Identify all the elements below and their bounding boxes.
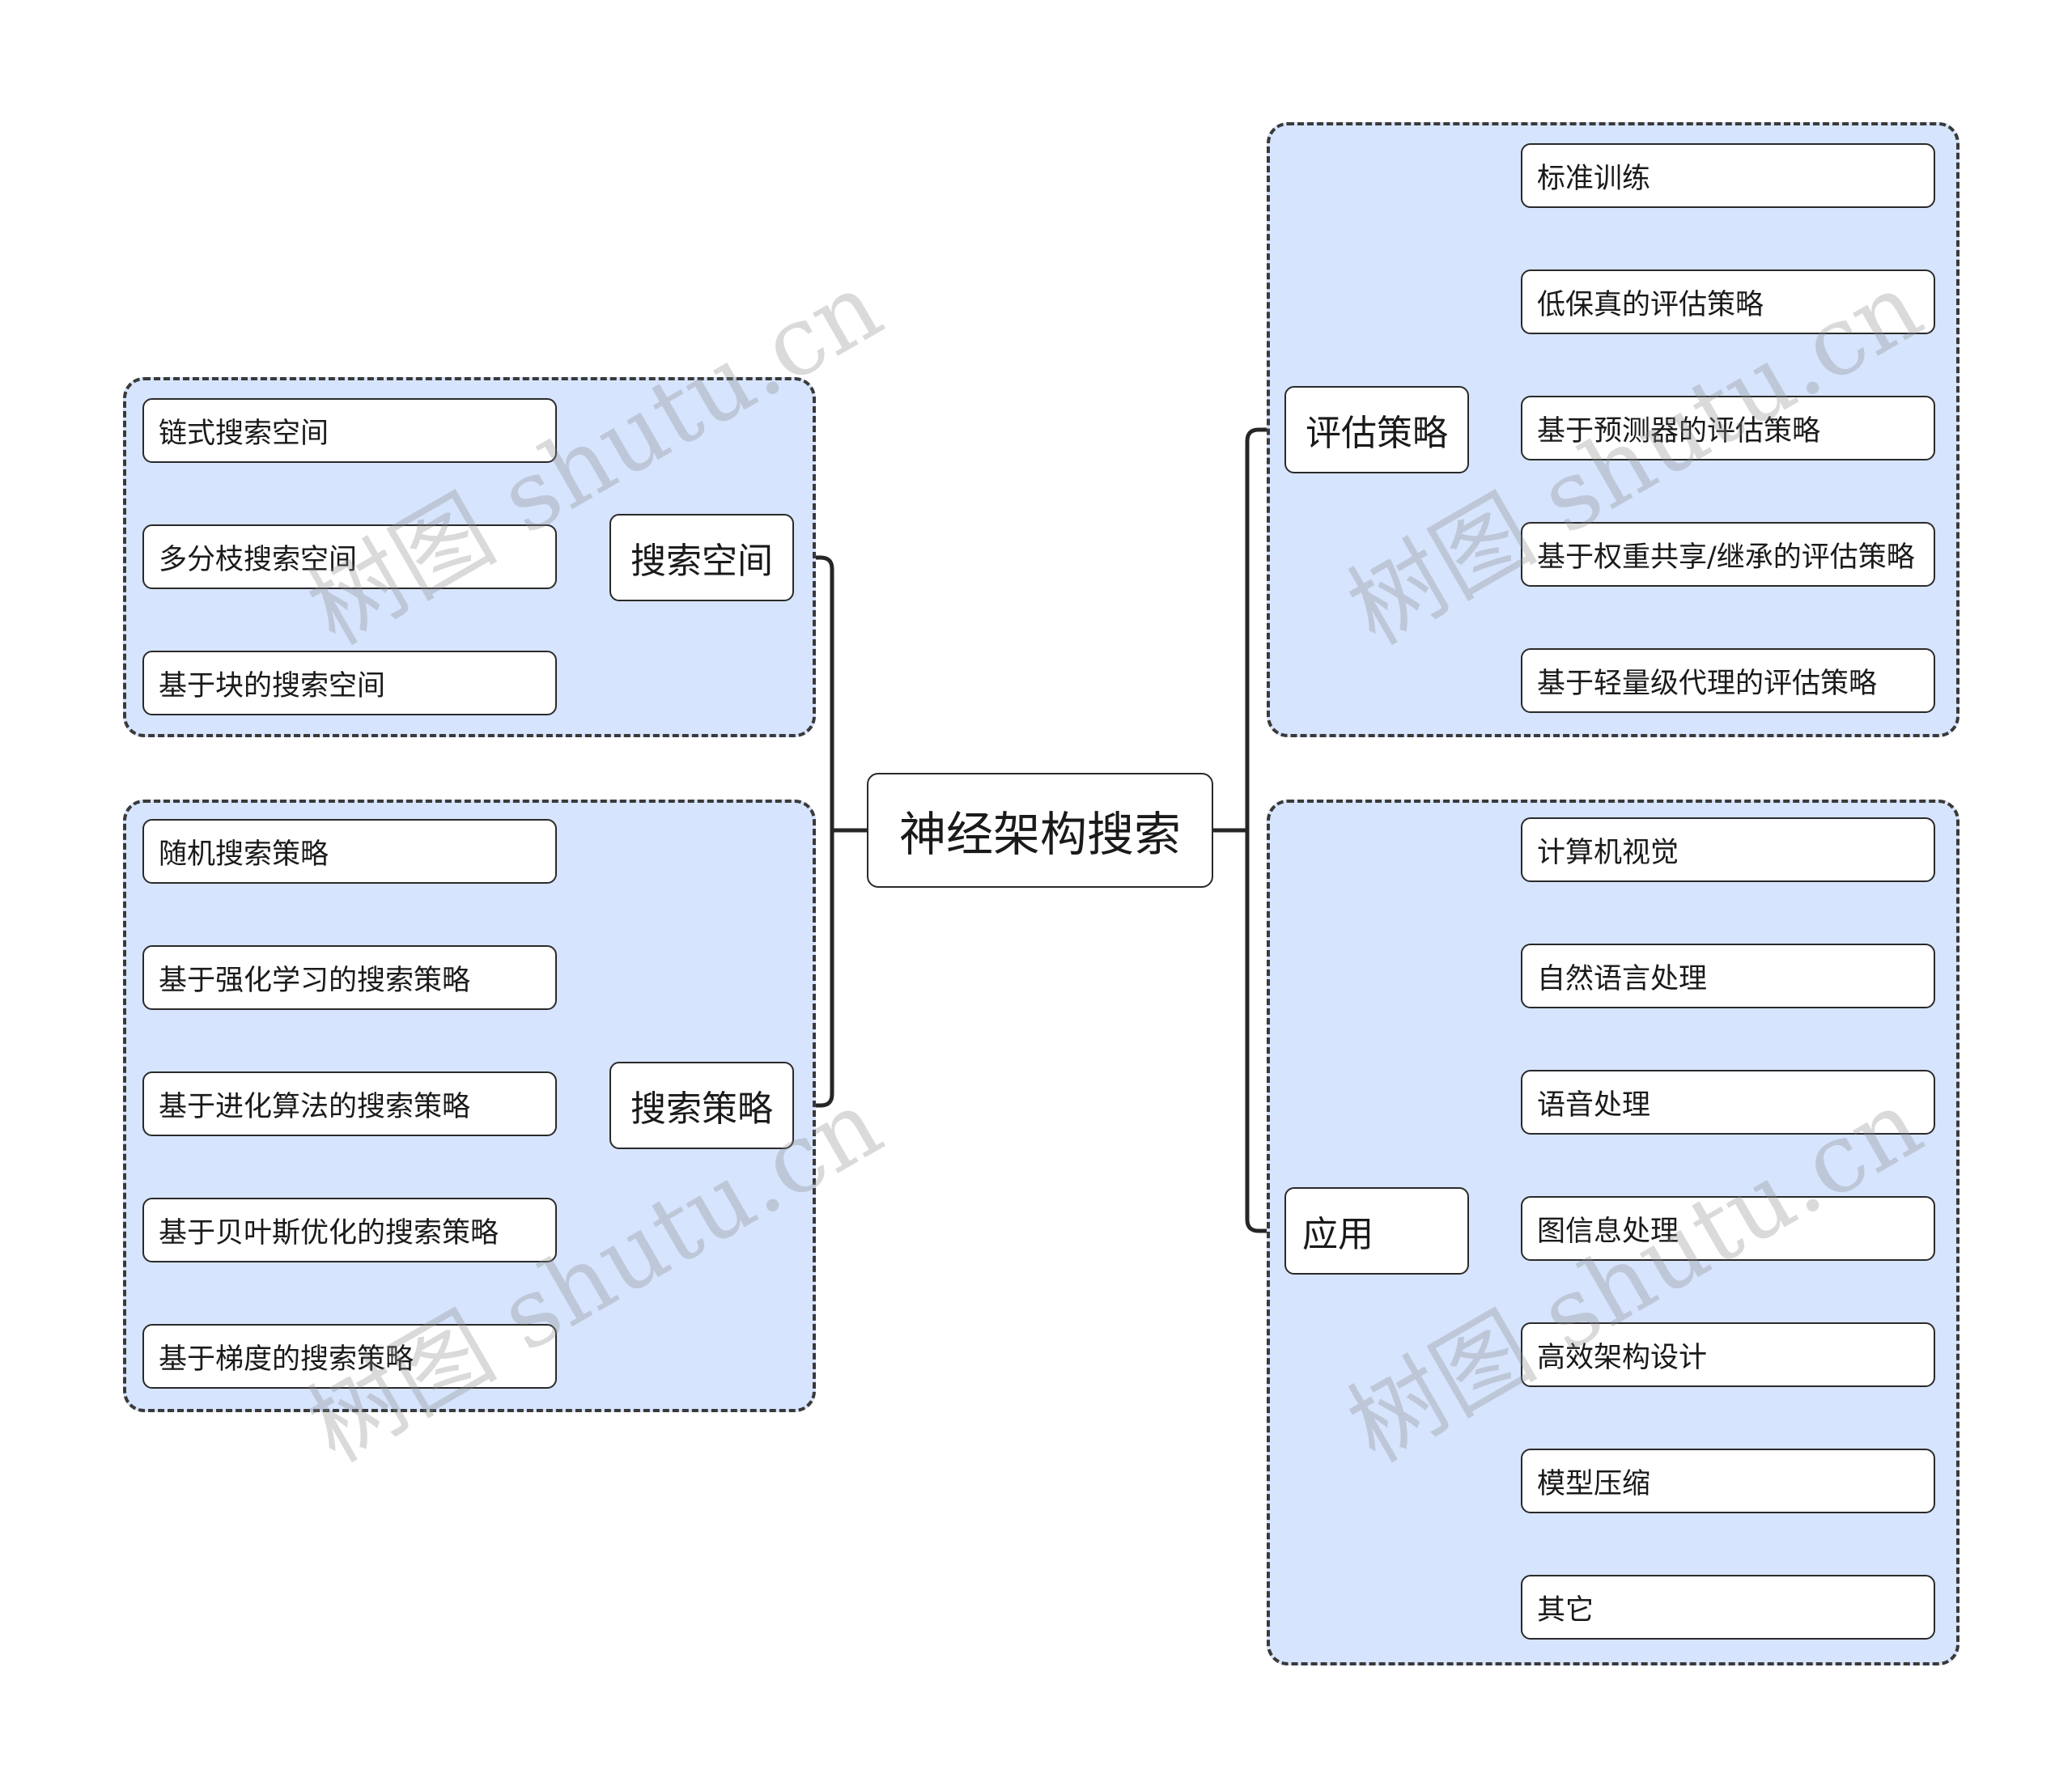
leaf-node[interactable]: 基于进化算法的搜索策略 bbox=[142, 1071, 557, 1136]
leaf-node[interactable]: 标准训练 bbox=[1521, 143, 1935, 208]
leaf-node[interactable]: 基于权重共享/继承的评估策略 bbox=[1521, 522, 1935, 587]
leaf-node[interactable]: 模型压缩 bbox=[1521, 1449, 1935, 1513]
leaf-node[interactable]: 链式搜索空间 bbox=[142, 398, 557, 463]
leaf-node[interactable]: 低保真的评估策略 bbox=[1521, 269, 1935, 334]
leaf-node[interactable]: 高效架构设计 bbox=[1521, 1322, 1935, 1387]
root-to-search-strategy bbox=[792, 828, 834, 1108]
leaf-node[interactable]: 图信息处理 bbox=[1521, 1196, 1935, 1261]
leaf-node[interactable]: 基于梯度的搜索策略 bbox=[142, 1324, 557, 1389]
root-to-search-space bbox=[792, 555, 834, 833]
branch-evaluation-strategy[interactable]: 评估策略 bbox=[1284, 386, 1469, 473]
leaf-node[interactable]: 语音处理 bbox=[1521, 1070, 1935, 1135]
branch-search-space[interactable]: 搜索空间 bbox=[609, 514, 794, 601]
leaf-node[interactable]: 基于预测器的评估策略 bbox=[1521, 396, 1935, 460]
leaf-node[interactable]: 随机搜索策略 bbox=[142, 819, 557, 884]
root-to-applications bbox=[1245, 828, 1287, 1233]
leaf-node[interactable]: 计算机视觉 bbox=[1521, 817, 1935, 882]
leaf-node[interactable]: 基于轻量级代理的评估策略 bbox=[1521, 648, 1935, 713]
leaf-node[interactable]: 基于贝叶斯优化的搜索策略 bbox=[142, 1198, 557, 1262]
leaf-node[interactable]: 其它 bbox=[1521, 1575, 1935, 1640]
leaf-node[interactable]: 基于强化学习的搜索策略 bbox=[142, 945, 557, 1010]
leaf-node[interactable]: 自然语言处理 bbox=[1521, 944, 1935, 1008]
root-to-evaluation bbox=[1245, 427, 1287, 833]
leaf-node[interactable]: 多分枝搜索空间 bbox=[142, 524, 557, 589]
branch-applications[interactable]: 应用 bbox=[1284, 1187, 1469, 1275]
root-topic[interactable]: 神经架构搜索 bbox=[867, 773, 1213, 888]
branch-search-strategy[interactable]: 搜索策略 bbox=[609, 1062, 794, 1149]
leaf-node[interactable]: 基于块的搜索空间 bbox=[142, 651, 557, 715]
